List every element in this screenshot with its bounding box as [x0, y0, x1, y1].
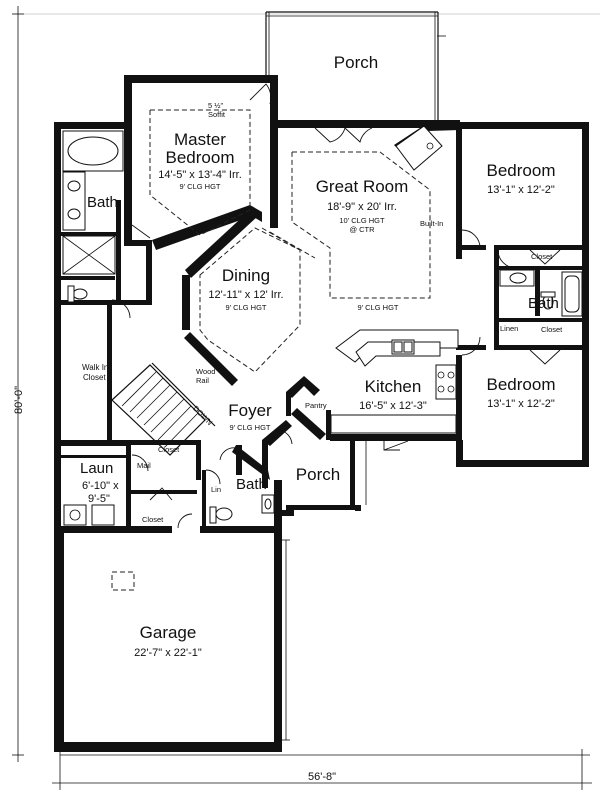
ceiling-great-room-low: 9' CLG HGT: [357, 303, 398, 312]
kitchen-counters: [330, 329, 459, 434]
stairs: [111, 362, 216, 456]
overall-dimension-lines: [12, 6, 600, 790]
label-hall-bath: Bath: [528, 295, 559, 312]
dims-master: 14'-5" x 13'-4" Irr.: [158, 169, 242, 181]
label-laundry-closet: Closet: [142, 515, 164, 524]
label-foyer-bath: Bath: [236, 476, 267, 493]
laundry-fixtures: [63, 504, 115, 526]
soffit-label: Soffit: [208, 110, 226, 119]
dims-garage: 22'-7" x 22'-1": [134, 647, 202, 659]
ceiling-great-room: 10' CLG HGT: [339, 216, 385, 225]
label-wood-rail-2: Rail: [196, 376, 209, 385]
builtin-label: Built-In: [420, 219, 443, 228]
interior-walls: [54, 120, 589, 530]
label-walkin-line2: Closet: [83, 373, 106, 382]
label-garage: Garage: [140, 623, 197, 642]
label-rear-porch: Porch: [334, 53, 378, 72]
label-front-porch: Porch: [296, 465, 340, 484]
label-walkin-line1: Walk In: [82, 363, 108, 372]
ceiling-master: 9' CLG HGT: [179, 182, 220, 191]
foyer-bath-fixtures: [209, 494, 275, 524]
label-stair-down: DOWN: [191, 404, 214, 427]
rear-porch: [265, 11, 446, 128]
dims-laundry-2: 9'-5": [88, 493, 110, 505]
fireplace: [395, 125, 443, 171]
attic-hatch: [111, 571, 135, 591]
front-porch-posts: [288, 439, 367, 511]
dims-great-room: 18'-9" x 20' Irr.: [327, 201, 397, 213]
soffit-size: 5 ½": [208, 101, 224, 110]
label-master-line1: Master: [174, 130, 226, 149]
label-wood-rail: Wood: [196, 367, 215, 376]
ceiling-lines: [149, 109, 431, 373]
overall-width-label: 56'-8": [308, 771, 336, 783]
label-dining: Dining: [222, 266, 270, 285]
great-room-corner-wall: [394, 124, 460, 150]
exterior-walls: [54, 75, 589, 752]
label-foyer: Foyer: [228, 401, 272, 420]
label-foyer-linen: Lin: [211, 485, 221, 494]
label-laundry: Laun: [80, 460, 113, 477]
label-master-line2: Bedroom: [166, 148, 235, 167]
hall-bath-fixtures: [499, 269, 583, 317]
overall-depth-label: 80'-0": [13, 386, 25, 414]
label-kitchen: Kitchen: [365, 377, 422, 396]
master-bath-fixtures: [62, 130, 124, 303]
label-bedroom-1: Bedroom: [487, 161, 556, 180]
label-hall-closet: Closet: [541, 325, 563, 334]
label-bedroom-2: Bedroom: [487, 375, 556, 394]
dims-bedroom-1: 13'-1" x 12'-2": [487, 184, 555, 196]
doors: [111, 83, 561, 529]
dims-bedroom-2: 13'-1" x 12'-2": [487, 398, 555, 410]
label-hall-closet-top: Closet: [531, 252, 553, 261]
ceiling-foyer: 9' CLG HGT: [229, 423, 270, 432]
label-mail: Mail: [137, 461, 151, 470]
dims-kitchen: 16'-5" x 12'-3": [359, 400, 427, 412]
label-great-room: Great Room: [316, 177, 409, 196]
label-master-bath: Bath: [87, 194, 118, 211]
label-foyer-closet: Closet: [158, 445, 180, 454]
garage-window: [282, 539, 290, 741]
dims-laundry-1: 6'-10" x: [82, 480, 119, 492]
ceiling-great-room-ctr: @ CTR: [349, 225, 375, 234]
label-pantry: Pantry: [305, 401, 327, 410]
label-hall-linen: Linen: [500, 324, 518, 333]
dims-dining: 12'-11" x 12' Irr.: [208, 289, 283, 301]
ceiling-dining: 9' CLG HGT: [225, 303, 266, 312]
